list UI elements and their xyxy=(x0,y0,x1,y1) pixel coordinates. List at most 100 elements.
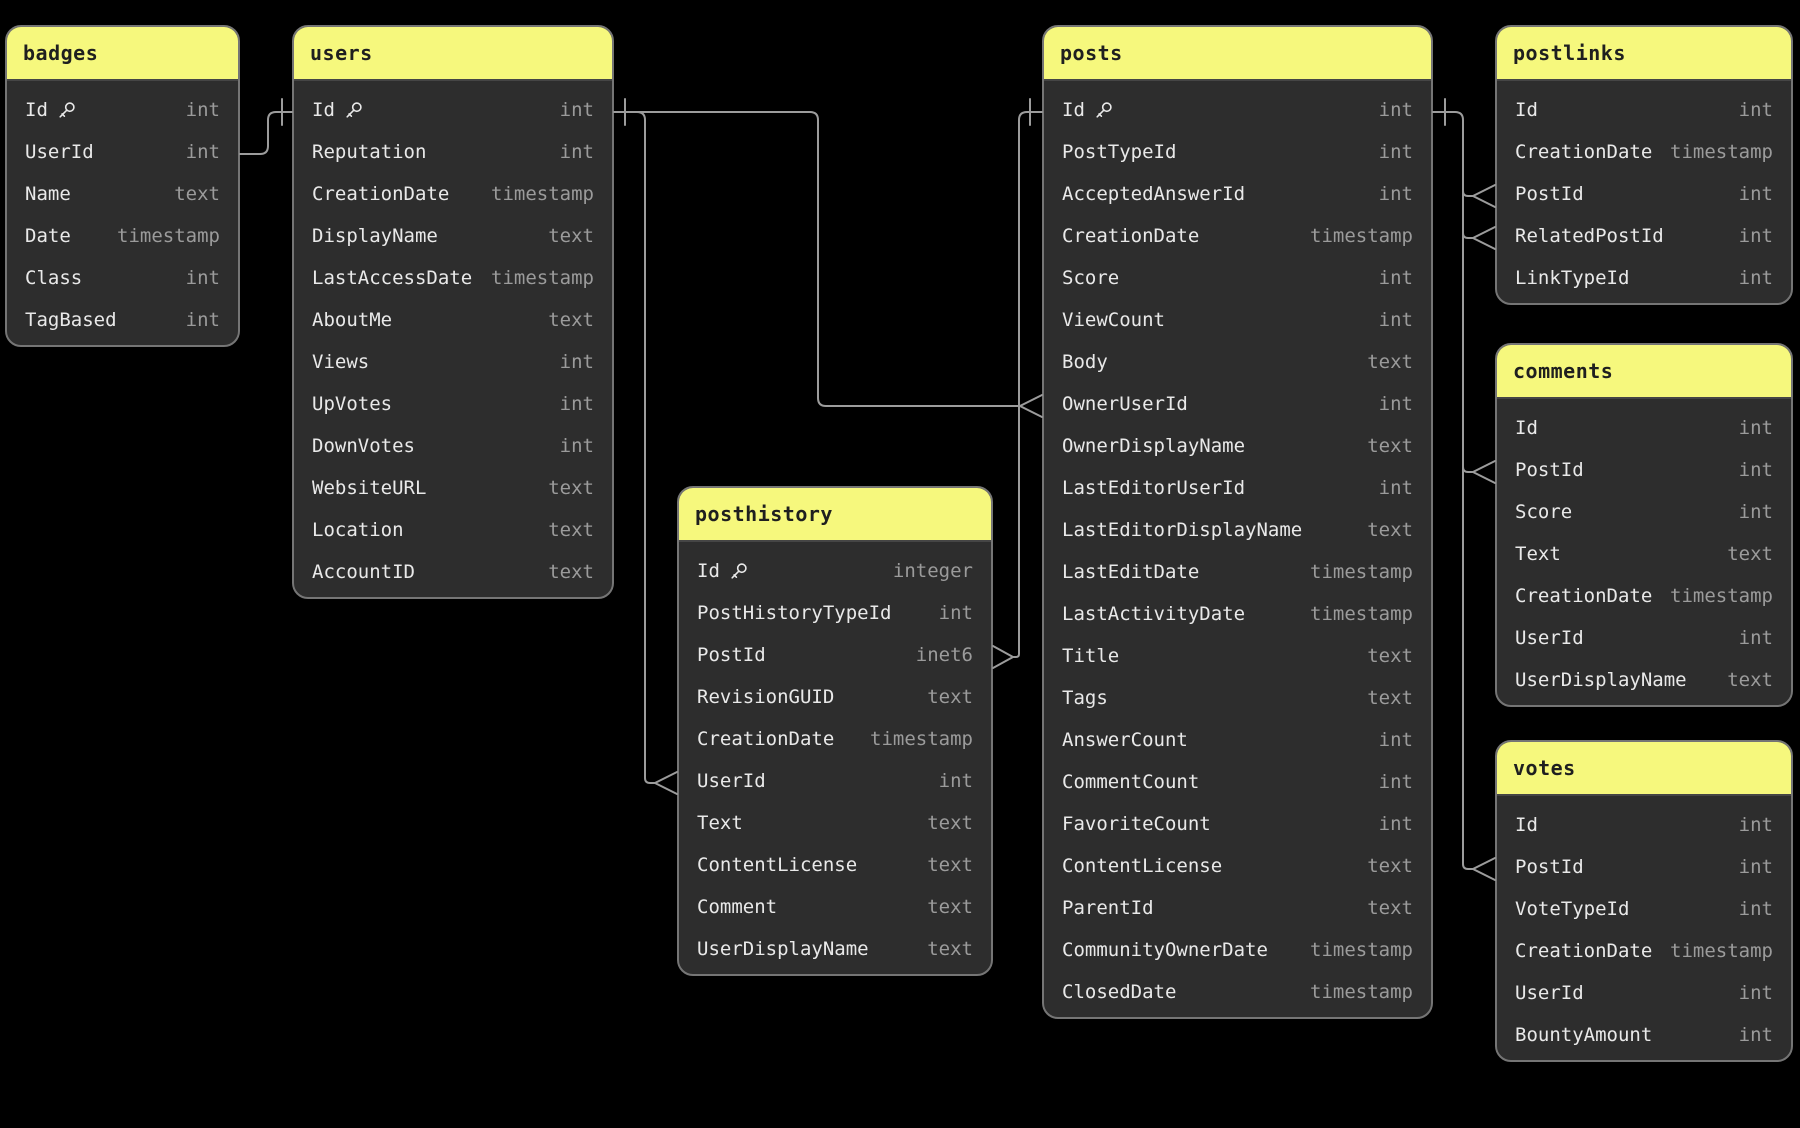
table-header[interactable]: posts xyxy=(1044,27,1431,81)
field-name: DownVotes xyxy=(312,435,415,457)
field-row-posts-Title[interactable]: Title text xyxy=(1044,635,1431,677)
field-row-posthistory-Id[interactable]: Id integer xyxy=(679,550,991,592)
field-row-postlinks-CreationDate[interactable]: CreationDate timestamp xyxy=(1497,131,1791,173)
table-title: posthistory xyxy=(695,502,833,526)
field-row-users-Views[interactable]: Views int xyxy=(294,341,612,383)
table-badges[interactable]: badges Id int UserId int Name text Date … xyxy=(5,25,240,347)
field-type: int xyxy=(1378,729,1413,751)
field-row-posts-PostTypeId[interactable]: PostTypeId int xyxy=(1044,131,1431,173)
field-row-posthistory-PostId[interactable]: PostId inet6 xyxy=(679,634,991,676)
field-row-posts-Id[interactable]: Id int xyxy=(1044,89,1431,131)
field-row-users-Location[interactable]: Location text xyxy=(294,509,612,551)
field-row-users-WebsiteURL[interactable]: WebsiteURL text xyxy=(294,467,612,509)
field-row-comments-Id[interactable]: Id int xyxy=(1497,407,1791,449)
field-row-votes-UserId[interactable]: UserId int xyxy=(1497,972,1791,1014)
field-row-badges-Name[interactable]: Name text xyxy=(7,173,238,215)
table-posthistory[interactable]: posthistory Id integer PostHistoryTypeId… xyxy=(677,486,993,976)
field-row-postlinks-RelatedPostId[interactable]: RelatedPostId int xyxy=(1497,215,1791,257)
table-header[interactable]: votes xyxy=(1497,742,1791,796)
field-name: FavoriteCount xyxy=(1062,813,1211,835)
table-header[interactable]: postlinks xyxy=(1497,27,1791,81)
field-row-posts-ClosedDate[interactable]: ClosedDate timestamp xyxy=(1044,971,1431,1013)
field-row-badges-Class[interactable]: Class int xyxy=(7,257,238,299)
field-row-users-CreationDate[interactable]: CreationDate timestamp xyxy=(294,173,612,215)
field-row-postlinks-Id[interactable]: Id int xyxy=(1497,89,1791,131)
field-row-comments-Text[interactable]: Text text xyxy=(1497,533,1791,575)
field-row-posts-ParentId[interactable]: ParentId text xyxy=(1044,887,1431,929)
field-row-posts-CommentCount[interactable]: CommentCount int xyxy=(1044,761,1431,803)
field-row-posts-AcceptedAnswerId[interactable]: AcceptedAnswerId int xyxy=(1044,173,1431,215)
field-row-users-DisplayName[interactable]: DisplayName text xyxy=(294,215,612,257)
field-row-comments-UserDisplayName[interactable]: UserDisplayName text xyxy=(1497,659,1791,701)
field-row-posts-Score[interactable]: Score int xyxy=(1044,257,1431,299)
field-row-users-DownVotes[interactable]: DownVotes int xyxy=(294,425,612,467)
field-row-users-Reputation[interactable]: Reputation int xyxy=(294,131,612,173)
field-row-posts-FavoriteCount[interactable]: FavoriteCount int xyxy=(1044,803,1431,845)
field-row-posts-ViewCount[interactable]: ViewCount int xyxy=(1044,299,1431,341)
field-row-posts-AnswerCount[interactable]: AnswerCount int xyxy=(1044,719,1431,761)
field-row-postlinks-PostId[interactable]: PostId int xyxy=(1497,173,1791,215)
table-header[interactable]: comments xyxy=(1497,345,1791,399)
field-name: DisplayName xyxy=(312,225,438,247)
field-row-comments-PostId[interactable]: PostId int xyxy=(1497,449,1791,491)
field-row-posts-LastActivityDate[interactable]: LastActivityDate timestamp xyxy=(1044,593,1431,635)
field-row-users-AccountID[interactable]: AccountID text xyxy=(294,551,612,593)
field-row-posts-OwnerUserId[interactable]: OwnerUserId int xyxy=(1044,383,1431,425)
field-row-comments-Score[interactable]: Score int xyxy=(1497,491,1791,533)
field-row-posts-ContentLicense[interactable]: ContentLicense text xyxy=(1044,845,1431,887)
field-name: Id xyxy=(697,560,720,582)
field-row-votes-PostId[interactable]: PostId int xyxy=(1497,846,1791,888)
field-type: int xyxy=(1378,183,1413,205)
field-row-posts-Tags[interactable]: Tags text xyxy=(1044,677,1431,719)
field-row-posthistory-UserDisplayName[interactable]: UserDisplayName text xyxy=(679,928,991,970)
field-type: int xyxy=(1738,627,1773,649)
field-row-badges-Date[interactable]: Date timestamp xyxy=(7,215,238,257)
field-row-users-UpVotes[interactable]: UpVotes int xyxy=(294,383,612,425)
field-row-posts-CommunityOwnerDate[interactable]: CommunityOwnerDate timestamp xyxy=(1044,929,1431,971)
table-votes[interactable]: votes Id int PostId int VoteTypeId int C… xyxy=(1495,740,1793,1062)
field-row-badges-TagBased[interactable]: TagBased int xyxy=(7,299,238,341)
field-row-posthistory-Text[interactable]: Text text xyxy=(679,802,991,844)
field-name: Id xyxy=(1515,417,1538,439)
field-row-users-AboutMe[interactable]: AboutMe text xyxy=(294,299,612,341)
field-name: PostId xyxy=(697,644,766,666)
field-name: WebsiteURL xyxy=(312,477,427,499)
table-posts[interactable]: posts Id int PostTypeId int AcceptedAnsw… xyxy=(1042,25,1433,1019)
field-row-posthistory-UserId[interactable]: UserId int xyxy=(679,760,991,802)
field-row-badges-UserId[interactable]: UserId int xyxy=(7,131,238,173)
field-row-posthistory-CreationDate[interactable]: CreationDate timestamp xyxy=(679,718,991,760)
field-row-posts-OwnerDisplayName[interactable]: OwnerDisplayName text xyxy=(1044,425,1431,467)
field-row-posthistory-Comment[interactable]: Comment text xyxy=(679,886,991,928)
field-row-posthistory-RevisionGUID[interactable]: RevisionGUID text xyxy=(679,676,991,718)
field-row-users-Id[interactable]: Id int xyxy=(294,89,612,131)
field-type: int xyxy=(1378,141,1413,163)
field-row-posthistory-PostHistoryTypeId[interactable]: PostHistoryTypeId int xyxy=(679,592,991,634)
table-header[interactable]: users xyxy=(294,27,612,81)
field-row-comments-CreationDate[interactable]: CreationDate timestamp xyxy=(1497,575,1791,617)
field-row-posts-CreationDate[interactable]: CreationDate timestamp xyxy=(1044,215,1431,257)
field-row-postlinks-LinkTypeId[interactable]: LinkTypeId int xyxy=(1497,257,1791,299)
field-name: CreationDate xyxy=(1515,141,1653,163)
field-row-posts-LastEditorDisplayName[interactable]: LastEditorDisplayName text xyxy=(1044,509,1431,551)
field-row-posts-Body[interactable]: Body text xyxy=(1044,341,1431,383)
table-comments[interactable]: comments Id int PostId int Score int Tex… xyxy=(1495,343,1793,707)
table-header[interactable]: posthistory xyxy=(679,488,991,542)
field-row-votes-CreationDate[interactable]: CreationDate timestamp xyxy=(1497,930,1791,972)
field-row-posthistory-ContentLicense[interactable]: ContentLicense text xyxy=(679,844,991,886)
field-name: LastEditDate xyxy=(1062,561,1200,583)
field-row-votes-VoteTypeId[interactable]: VoteTypeId int xyxy=(1497,888,1791,930)
field-row-comments-UserId[interactable]: UserId int xyxy=(1497,617,1791,659)
table-postlinks[interactable]: postlinks Id int CreationDate timestamp … xyxy=(1495,25,1793,305)
field-row-posts-LastEditDate[interactable]: LastEditDate timestamp xyxy=(1044,551,1431,593)
field-row-votes-Id[interactable]: Id int xyxy=(1497,804,1791,846)
field-row-badges-Id[interactable]: Id int xyxy=(7,89,238,131)
table-header[interactable]: badges xyxy=(7,27,238,81)
field-row-votes-BountyAmount[interactable]: BountyAmount int xyxy=(1497,1014,1791,1056)
table-users[interactable]: users Id int Reputation int CreationDate… xyxy=(292,25,614,599)
field-row-posts-LastEditorUserId[interactable]: LastEditorUserId int xyxy=(1044,467,1431,509)
field-row-users-LastAccessDate[interactable]: LastAccessDate timestamp xyxy=(294,257,612,299)
field-name: CreationDate xyxy=(1515,940,1653,962)
field-name: PostId xyxy=(1515,856,1584,878)
field-name: Id xyxy=(1515,99,1538,121)
